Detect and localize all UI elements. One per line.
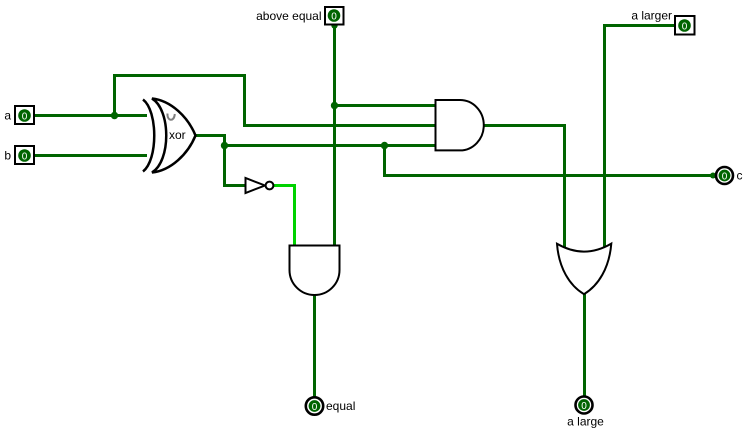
svg-text:xor: xor — [169, 128, 186, 142]
svg-text:0: 0 — [22, 152, 28, 163]
svg-text:above equal: above equal — [256, 9, 321, 23]
svg-text:0: 0 — [331, 12, 337, 23]
svg-text:equal: equal — [326, 399, 355, 413]
svg-text:0: 0 — [22, 112, 28, 123]
svg-text:a: a — [4, 109, 11, 123]
svg-text:0: 0 — [722, 172, 728, 183]
svg-text:0: 0 — [581, 401, 587, 412]
svg-text:c: c — [737, 169, 743, 183]
svg-text:0: 0 — [682, 22, 688, 33]
svg-text:0: 0 — [312, 402, 318, 413]
svg-text:a larger: a larger — [631, 9, 672, 23]
svg-text:b: b — [4, 149, 11, 163]
svg-text:a large: a large — [567, 415, 604, 429]
